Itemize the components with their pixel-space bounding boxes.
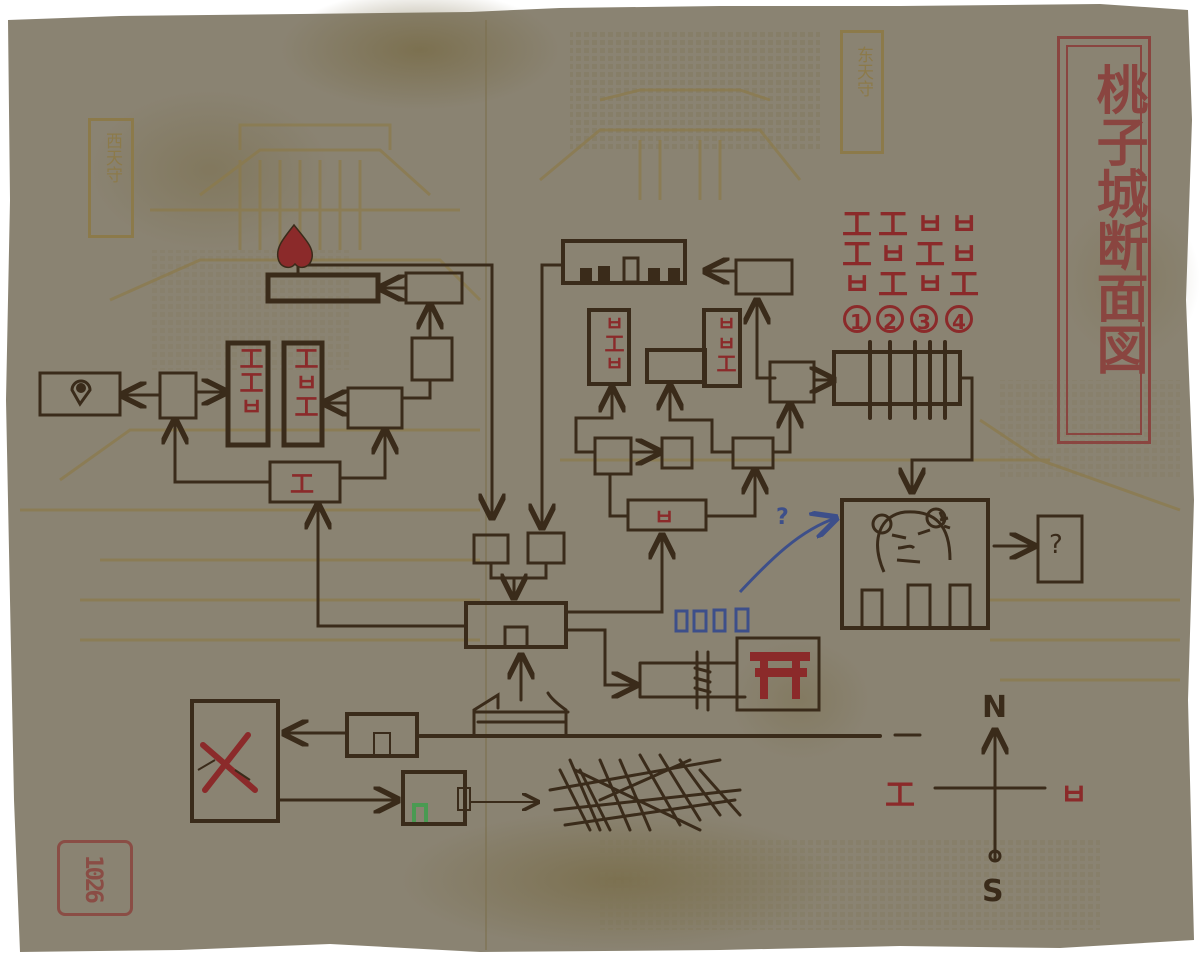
east-tower-label: 东天守 — [853, 46, 873, 97]
heart-marker — [276, 223, 314, 269]
code-number-2: 2 — [876, 305, 904, 334]
crossed-swords-icon — [200, 732, 258, 793]
compass-east-rune: ㅂ — [1060, 778, 1088, 813]
east-tower-frame — [840, 30, 884, 154]
unknown-room-marker: ? — [1049, 530, 1063, 560]
code-column-1: 工工ㅂ — [836, 208, 871, 298]
east-right-pillar-runes: ㅂㅂ工 — [713, 313, 737, 373]
east-gate-rune: ㅂ — [654, 506, 675, 531]
code-number-1: 1 — [843, 305, 871, 334]
torii-gate-icon — [750, 652, 810, 699]
code-column-2: 工ㅂ工 — [872, 208, 907, 298]
room-network — [38, 239, 1084, 863]
map-title: 桃子城断面図 — [1087, 63, 1148, 375]
west-tower-label: 西天守 — [102, 132, 122, 183]
west-right-pillar-runes: 工ㅂ工 — [290, 346, 318, 418]
compass-north: N — [982, 690, 1008, 725]
artist-seal: 1026 — [57, 840, 133, 916]
code-number-3: 3 — [910, 305, 938, 334]
code-column-4: ㅂㅂ工 — [943, 208, 978, 298]
code-column-3: ㅂ工ㅂ — [909, 208, 944, 298]
code-number-4: 4 — [945, 305, 973, 334]
blue-question-marker: ? — [776, 505, 789, 530]
map-title-frame: 桃子城断面図 — [1057, 36, 1151, 444]
location-pin-icon — [70, 379, 92, 407]
east-left-pillar-runes: ㅂ工ㅂ — [601, 313, 625, 373]
red-markings — [197, 223, 810, 793]
west-gate-rune: 工 — [290, 470, 314, 498]
west-left-pillar-runes: 工工ㅂ — [235, 346, 263, 418]
west-tower-frame — [88, 118, 134, 238]
compass-south: S — [982, 874, 1004, 909]
green-door-icon — [412, 803, 428, 822]
blue-pencil-notes — [674, 518, 836, 633]
compass-west-rune: 工 — [885, 778, 915, 813]
angry-bear-face-icon — [871, 507, 952, 573]
